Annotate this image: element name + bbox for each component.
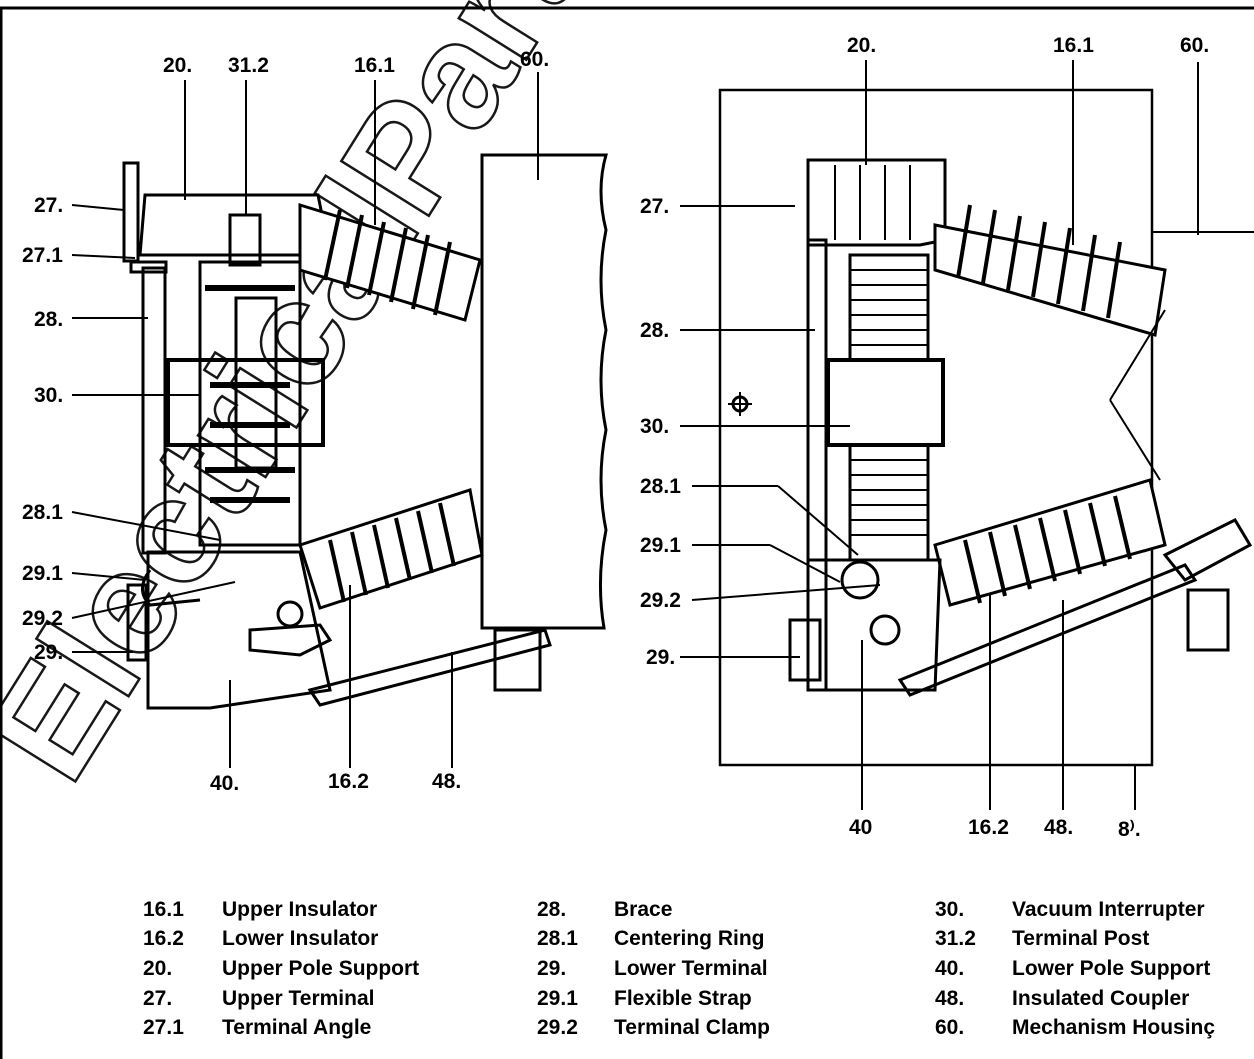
legend-label: Lower Terminal (614, 957, 768, 980)
left-callout-40: 40. (210, 772, 239, 795)
legend-number: 27.1 (143, 1016, 184, 1039)
legend-number: 31.2 (935, 927, 976, 950)
legend-number: 28.1 (537, 927, 578, 950)
right-callout-29-2: 29.2 (640, 589, 681, 612)
left-callout-60: 60. (520, 48, 549, 71)
legend-number: 29. (537, 957, 566, 980)
right-callout-60: 60. (1180, 34, 1209, 57)
watermark: ElectricalPartManuals (0, 0, 925, 808)
figure-frame (0, 6, 1254, 1059)
legend-number: 40. (935, 957, 964, 980)
legend-number: 48. (935, 987, 964, 1010)
right-view-drawing (718, 88, 1254, 767)
right-view-callouts: 20. 16.1 60. 27. 28. 30. 28.1 29.1 29.2 … (640, 34, 1209, 841)
legend-label: Terminal Angle (222, 1016, 371, 1039)
left-callout-27: 27. (34, 194, 63, 217)
right-callout-28-1: 28.1 (640, 475, 681, 498)
right-callout-16-2: 16.2 (968, 816, 1009, 839)
left-callout-16-2: 16.2 (328, 770, 369, 793)
legend-label: Insulated Coupler (1012, 987, 1189, 1010)
right-callout-29-1: 29.1 (640, 534, 681, 557)
legend-label: Vacuum Interrupter (1012, 898, 1205, 921)
right-callout-30: 30. (640, 415, 669, 438)
legend-number: 27. (143, 987, 172, 1010)
legend-number: 20. (143, 957, 172, 980)
right-callout-29: 29. (646, 646, 675, 669)
legend-label: Centering Ring (614, 927, 765, 950)
left-callout-30: 30. (34, 384, 63, 407)
left-view-callouts: 20. 31.2 16.1 60. 27. 27.1 28. 30. 28.1 … (22, 48, 549, 795)
left-view-drawing (122, 153, 608, 710)
left-callout-29-1: 29.1 (22, 562, 63, 585)
right-callout-80: 8⁾. (1118, 818, 1141, 841)
left-callout-29: 29. (34, 641, 63, 664)
legend-label: Terminal Clamp (614, 1016, 770, 1039)
parts-legend: 16.1 Upper Insulator 16.2 Lower Insulato… (143, 898, 1215, 1039)
right-callout-28: 28. (640, 319, 669, 342)
right-callout-48: 48. (1044, 816, 1073, 839)
right-callout-40: 40 (849, 816, 872, 839)
left-callout-31-2: 31.2 (228, 54, 269, 77)
legend-label: Flexible Strap (614, 987, 752, 1010)
legend-number: 16.1 (143, 898, 184, 921)
legend-label: Lower Insulator (222, 927, 378, 950)
legend-number: 16.2 (143, 927, 184, 950)
left-callout-29-2: 29.2 (22, 607, 63, 630)
legend-number: 29.2 (537, 1016, 578, 1039)
legend-label: Terminal Post (1012, 927, 1149, 950)
left-callout-20: 20. (163, 54, 192, 77)
left-callout-16-1: 16.1 (354, 54, 395, 77)
left-callout-48: 48. (432, 770, 461, 793)
legend-label: Mechanism Housinç (1012, 1016, 1215, 1039)
legend-label: Upper Pole Support (222, 957, 419, 980)
legend-label: Brace (614, 898, 672, 921)
right-callout-20: 20. (847, 34, 876, 57)
left-callout-27-1: 27.1 (22, 244, 63, 267)
legend-label: Lower Pole Support (1012, 957, 1210, 980)
right-callout-27: 27. (640, 195, 669, 218)
legend-label: Upper Insulator (222, 898, 377, 921)
legend-number: 60. (935, 1016, 964, 1039)
legend-label: Upper Terminal (222, 987, 374, 1010)
legend-number: 28. (537, 898, 566, 921)
leader-lines (71, 60, 1199, 810)
left-callout-28-1: 28.1 (22, 501, 63, 524)
legend-number: 29.1 (537, 987, 578, 1010)
legend-number: 30. (935, 898, 964, 921)
left-callout-28: 28. (34, 308, 63, 331)
right-callout-16-1: 16.1 (1053, 34, 1094, 57)
